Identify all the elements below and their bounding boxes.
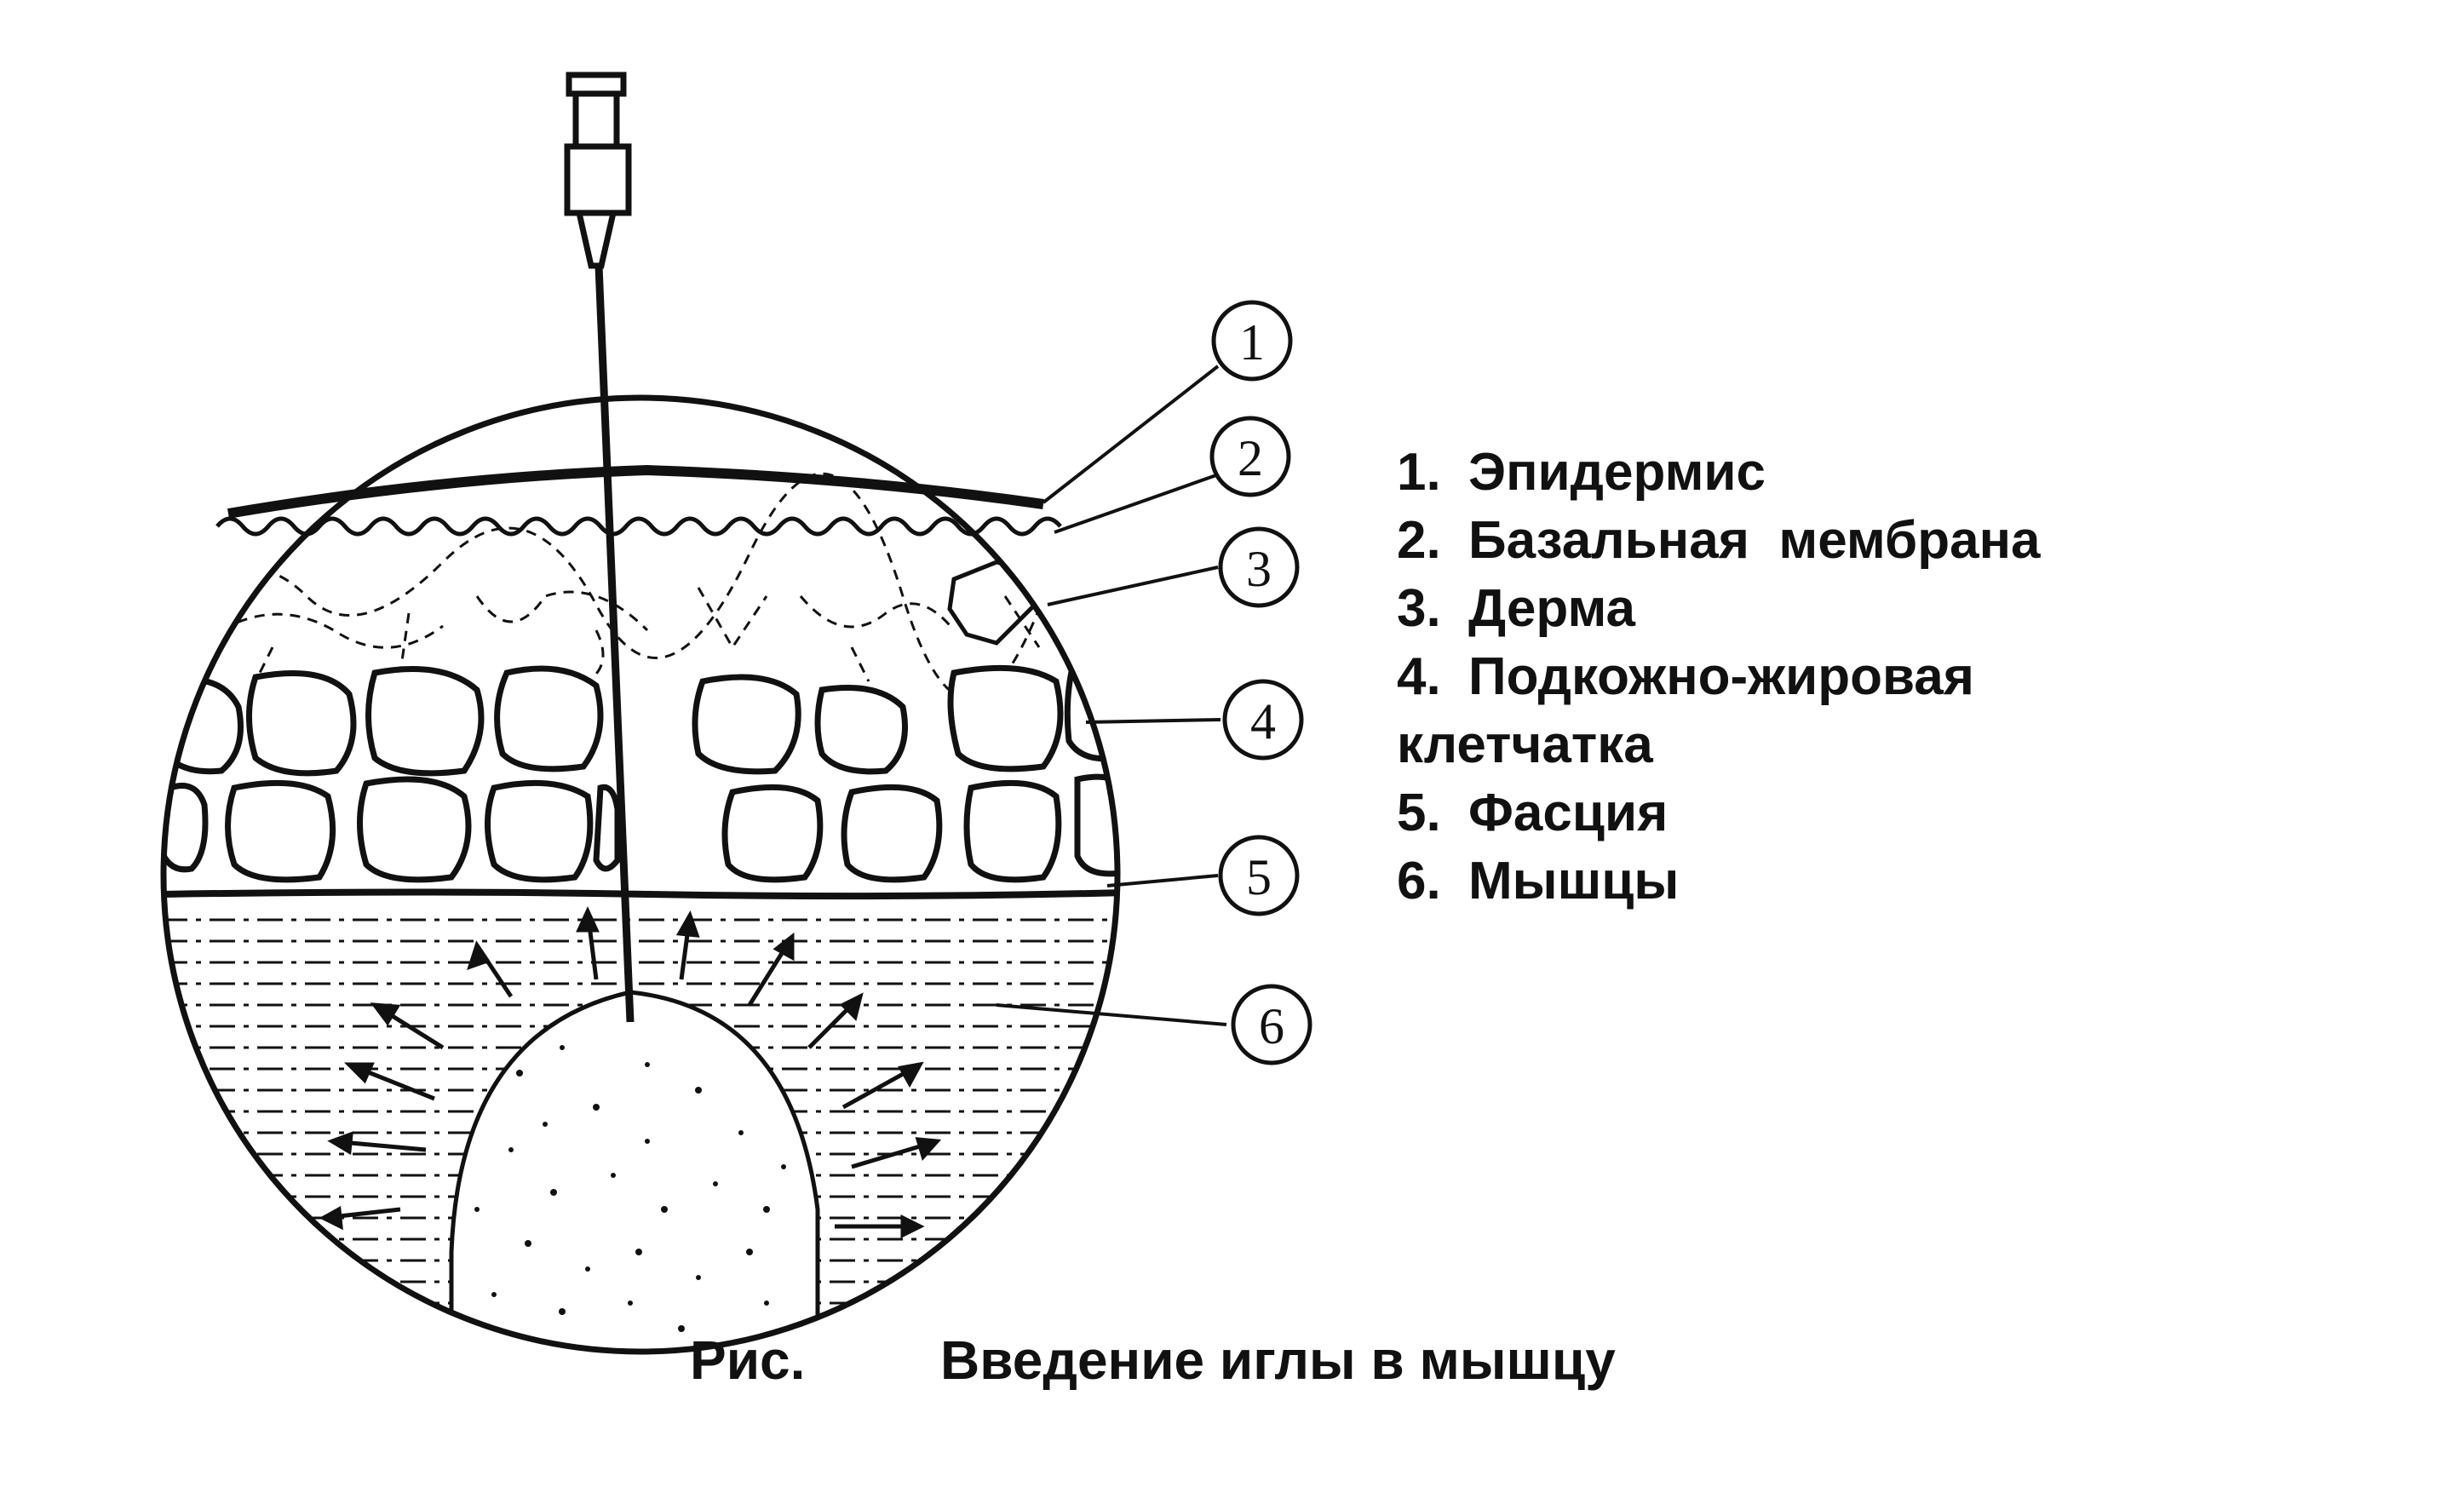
magnified-view-circle bbox=[160, 394, 1121, 1355]
legend-label: Дерма bbox=[1468, 579, 1635, 638]
syringe-barrel bbox=[572, 90, 620, 150]
callout-number: 5 bbox=[1246, 849, 1272, 905]
syringe-hub bbox=[564, 143, 632, 216]
legend-label: Фасция bbox=[1468, 784, 1669, 842]
legend-item-subcutaneous-fat-continued: клетчатка bbox=[1397, 711, 2041, 779]
callouts: 1 2 3 4 5 6 bbox=[1209, 300, 1312, 1065]
callout-number: 3 bbox=[1246, 541, 1272, 597]
tissue-layers bbox=[164, 472, 1117, 1352]
callout-6: 6 bbox=[1231, 984, 1312, 1065]
callout-4: 4 bbox=[1222, 679, 1304, 761]
callout-1: 1 bbox=[1211, 300, 1293, 382]
figure-caption-text: Введение иглы в мышцу bbox=[940, 1329, 1616, 1391]
callout-number: 2 bbox=[1238, 430, 1263, 486]
figure-caption-prefix: Рис. bbox=[690, 1329, 806, 1391]
legend-item-fascia: 5. Фасция bbox=[1397, 779, 2041, 847]
callout-5: 5 bbox=[1218, 835, 1300, 916]
legend-number: 4. bbox=[1397, 647, 1441, 706]
syringe bbox=[564, 72, 632, 269]
dermis-layer bbox=[195, 472, 1058, 701]
legend-label: Эпидермис bbox=[1468, 443, 1766, 502]
callout-2: 2 bbox=[1209, 416, 1291, 497]
callout-number: 4 bbox=[1250, 693, 1276, 749]
needle-cone bbox=[575, 210, 617, 269]
legend-number: 1. bbox=[1397, 443, 1441, 502]
legend-item-muscles: 6. Мышцы bbox=[1397, 847, 2041, 916]
spread-arrows bbox=[319, 905, 942, 1239]
legend-label: клетчатка bbox=[1397, 715, 1653, 774]
callout-number: 6 bbox=[1259, 998, 1284, 1054]
legend-item-epidermis: 1. Эпидермис bbox=[1397, 439, 2041, 507]
legend-number: 3. bbox=[1397, 579, 1441, 638]
legend-item-dermis: 3. Дерма bbox=[1397, 575, 2041, 643]
fat-cells-row-2 bbox=[164, 773, 1117, 883]
legend-number: 5. bbox=[1397, 784, 1441, 842]
legend-number: 2. bbox=[1397, 511, 1441, 570]
needle-shaft bbox=[594, 265, 635, 1023]
callout-number: 1 bbox=[1239, 314, 1265, 370]
legend-item-subcutaneous-fat: 4. Подкожно-жировая bbox=[1397, 643, 2041, 711]
legend-label: Подкожно-жировая bbox=[1468, 647, 1974, 706]
leader-lines bbox=[996, 365, 1227, 1026]
fascia-line bbox=[164, 888, 1117, 900]
bolus-dots bbox=[474, 1045, 786, 1332]
callout-3: 3 bbox=[1218, 526, 1300, 608]
fat-cells bbox=[164, 658, 1117, 777]
basal-membrane-line bbox=[215, 516, 1062, 537]
legend-label: Базальная мембрана bbox=[1468, 511, 2041, 570]
legend: 1. Эпидермис 2. Базальная мембрана 3. Дерма… bbox=[1397, 439, 2041, 916]
legend-label: Мышцы bbox=[1468, 852, 1680, 910]
legend-number: 6. bbox=[1397, 852, 1441, 910]
legend-item-basal-membrane: 2. Базальная мембрана bbox=[1397, 507, 2041, 575]
